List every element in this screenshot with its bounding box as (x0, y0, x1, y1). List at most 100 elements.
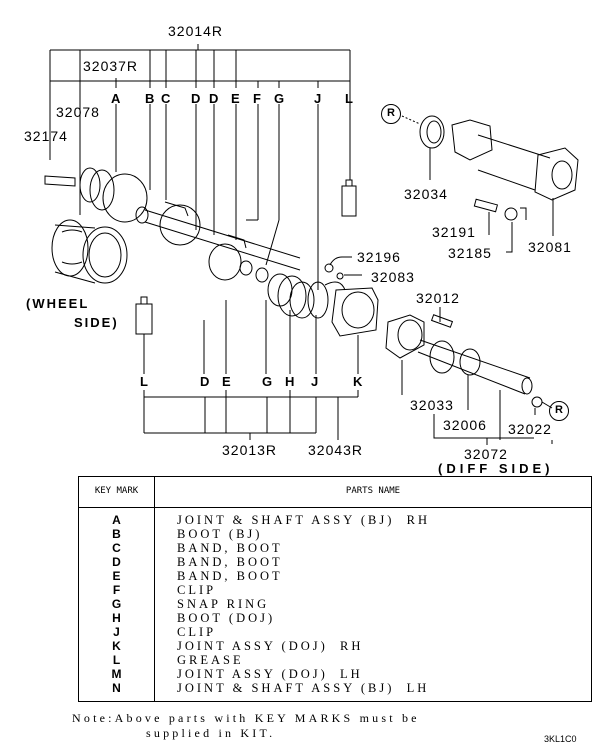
bolt-32191 (474, 199, 497, 235)
wheel-side-label-line1: (WHEEL (26, 296, 90, 311)
key-top-C: C (161, 91, 171, 106)
table-row: H BOOT (DOJ) (79, 611, 591, 625)
shaft-assembly (45, 168, 300, 282)
label-32014R: 32014R (168, 23, 224, 39)
label-32191: 32191 (432, 224, 476, 240)
label-32174: 32174 (24, 128, 68, 144)
ref-marker-R-top: R (381, 104, 401, 124)
doj-boot (268, 274, 345, 318)
parts-name-cell: CLIP (177, 583, 217, 597)
table-row: N JOINT & SHAFT ASSY (BJ) LH (79, 681, 591, 695)
parts-name-cell: BAND, BOOT (177, 569, 283, 583)
bracket-32013R-32043R (144, 300, 358, 440)
parts-table-header: KEY MARK PARTS NAME (79, 477, 591, 508)
seal-32034 (402, 116, 444, 180)
label-32013R: 32013R (222, 442, 278, 458)
label-32037R: 32037R (83, 58, 139, 74)
table-row: J CLIP (79, 625, 591, 639)
column-divider (154, 477, 155, 701)
nut-32185 (505, 208, 517, 252)
key-top-B: B (145, 91, 155, 106)
table-row: B BOOT (BJ) (79, 527, 591, 541)
key-mark-cell: K (112, 639, 121, 653)
label-32081: 32081 (528, 239, 572, 255)
grease-tube-left (136, 297, 152, 374)
leaders-32196-32083 (330, 257, 552, 444)
parts-name-cell: JOINT & SHAFT ASSY (BJ) RH (177, 513, 431, 527)
table-row: L GREASE (79, 653, 591, 667)
key-mark-cell: C (112, 541, 121, 555)
table-row: D BAND, BOOT (79, 555, 591, 569)
key-bottom-H: H (285, 374, 295, 389)
key-bottom-K: K (353, 374, 363, 389)
key-top-L: L (345, 91, 353, 106)
key-bottom-L: L (140, 374, 148, 389)
key-mark-cell: A (112, 513, 121, 527)
parts-name-cell: BOOT (BJ) (177, 527, 263, 541)
doj-joint (325, 264, 378, 336)
label-32033: 32033 (410, 397, 454, 413)
label-32012: 32012 (416, 290, 460, 306)
key-mark-cell: D (112, 555, 121, 569)
table-row: E BAND, BOOT (79, 569, 591, 583)
figure-code: 3KL1C0 (544, 734, 577, 744)
key-mark-cell: E (112, 569, 121, 583)
table-row: K JOINT ASSY (DOJ) RH (79, 639, 591, 653)
key-bottom-J: J (311, 374, 319, 389)
housing-32081 (452, 120, 578, 236)
key-mark-cell: N (112, 681, 121, 695)
key-mark-cell: G (111, 597, 122, 611)
header-key-mark: KEY MARK (94, 486, 139, 496)
label-32034: 32034 (404, 186, 448, 202)
key-mark-cell: J (113, 625, 120, 639)
note-line1: Note:Above parts with KEY MARKS must be (72, 711, 420, 725)
table-row: G SNAP RING (79, 597, 591, 611)
parts-name-cell: BAND, BOOT (177, 541, 283, 555)
key-mark-cell: H (112, 611, 121, 625)
key-top-A: A (111, 91, 121, 106)
label-32078: 32078 (56, 104, 100, 120)
parts-name-cell: JOINT & SHAFT ASSY (BJ) LH (177, 681, 430, 695)
label-32043R: 32043R (308, 442, 364, 458)
label-32022: 32022 (508, 421, 552, 437)
diff-shaft (402, 340, 552, 440)
key-mark-cell: F (112, 583, 121, 597)
key-top-F: F (253, 91, 261, 106)
label-32083: 32083 (371, 269, 415, 285)
label-32006: 32006 (443, 417, 487, 433)
table-row: A JOINT & SHAFT ASSY (BJ) RH (79, 513, 591, 527)
parts-name-cell: SNAP RING (177, 597, 270, 611)
key-bottom-D: D (200, 374, 210, 389)
key-mark-cell: M (111, 667, 122, 681)
parts-name-cell: BAND, BOOT (177, 555, 283, 569)
key-top-D1: D (191, 91, 201, 106)
parts-name-cell: BOOT (DOJ) (177, 611, 276, 625)
parts-name-cell: GREASE (177, 653, 244, 667)
diff-flange (386, 307, 452, 358)
note-line2: supplied in KIT. (146, 726, 276, 740)
key-mark-cell: B (112, 527, 121, 541)
label-32196: 32196 (357, 249, 401, 265)
bracket-32072 (434, 414, 534, 445)
label-32072: 32072 (464, 446, 508, 462)
grease-tube-top (342, 180, 356, 216)
parts-name-cell: JOINT ASSY (DOJ) RH (177, 639, 364, 653)
boot-outer-32174 (52, 220, 127, 283)
key-bottom-G: G (262, 374, 273, 389)
diff-side-label: (DIFF SIDE) (438, 461, 554, 476)
label-32185: 32185 (448, 245, 492, 261)
wheel-side-label-line2: SIDE) (74, 315, 119, 330)
key-mark-cell: L (112, 653, 121, 667)
key-top-G: G (274, 91, 285, 106)
header-parts-name: PARTS NAME (345, 486, 401, 496)
key-top-D2: D (209, 91, 219, 106)
parts-name-cell: JOINT ASSY (DOJ) LH (177, 667, 363, 681)
key-top-E: E (231, 91, 240, 106)
parts-table-rows: A JOINT & SHAFT ASSY (BJ) RH B BOOT (BJ) C BA… (79, 513, 591, 695)
key-bottom-E: E (222, 374, 231, 389)
top-key-leaders (116, 50, 350, 290)
table-row: F CLIP (79, 583, 591, 597)
table-row: M JOINT ASSY (DOJ) LH (79, 667, 591, 681)
parts-name-cell: CLIP (177, 625, 217, 639)
